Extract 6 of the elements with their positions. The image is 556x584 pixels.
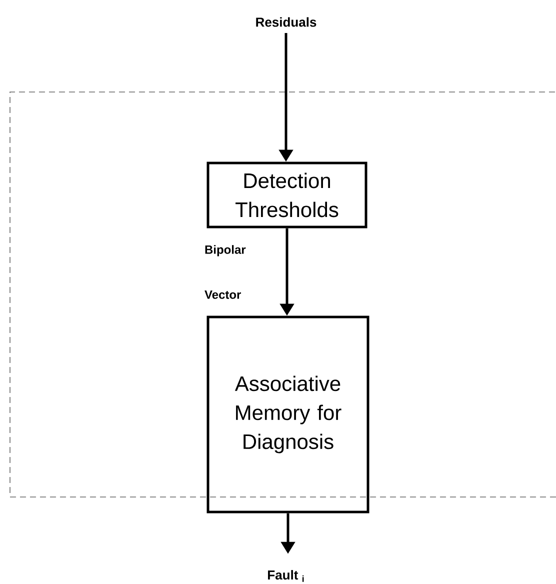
- process-box: Associative Memory for Diagnosis: [206, 316, 370, 514]
- process-box: Detection Thresholds: [206, 162, 368, 228]
- terminal-label: Residuals: [256, 17, 316, 27]
- terminal-label: Fault $_{i}$: [268, 570, 304, 582]
- dashed-frame: [10, 92, 556, 498]
- edge-label: Bipolar Vector: [204, 245, 246, 299]
